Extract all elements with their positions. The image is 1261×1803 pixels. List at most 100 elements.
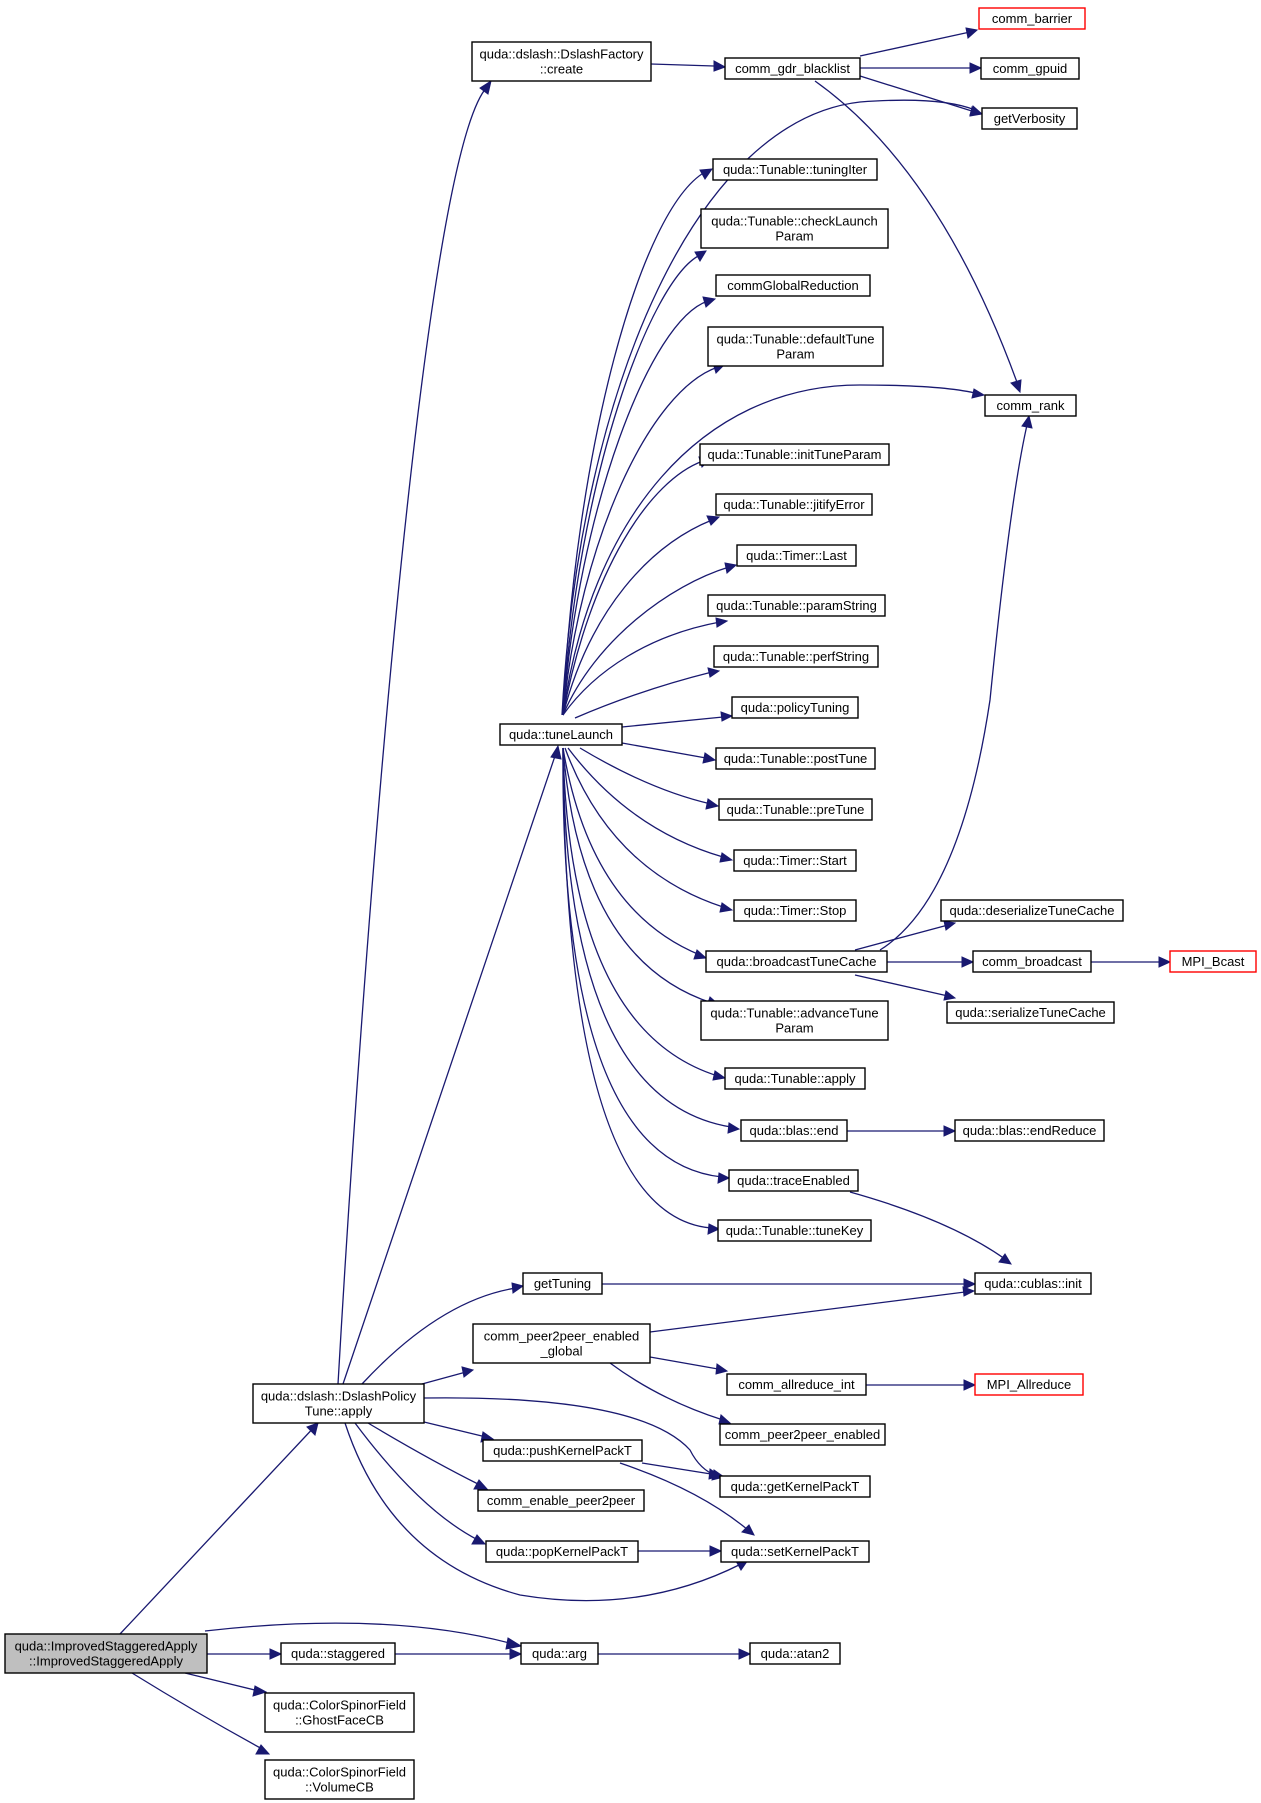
node-label: quda::Tunable::perfString xyxy=(723,649,869,664)
node-box xyxy=(522,1272,603,1295)
node-comm-global-reduction[interactable]: commGlobalReduction xyxy=(715,274,871,297)
node-push-kernel-pack-t[interactable]: quda::pushKernelPackT xyxy=(482,1439,643,1462)
node-cublas-init[interactable]: quda::cublas::init xyxy=(974,1272,1092,1295)
node-comm-gdr-blacklist[interactable]: comm_gdr_blacklist xyxy=(724,57,861,80)
edge-dslashpolicytuneapply-to-getkernelpackt xyxy=(423,1397,718,1477)
node-timer-stop[interactable]: quda::Timer::Stop xyxy=(733,899,857,922)
node-box xyxy=(252,1383,425,1424)
arrowhead xyxy=(943,920,957,931)
node-tune-key[interactable]: quda::Tunable::tuneKey xyxy=(717,1219,872,1242)
node-blas-end[interactable]: quda::blas::end xyxy=(740,1119,848,1142)
node-box xyxy=(736,544,857,567)
node-atan2[interactable]: quda::atan2 xyxy=(749,1642,841,1665)
node-comm-allreduce-int[interactable]: comm_allreduce_int xyxy=(726,1373,867,1396)
arrowhead xyxy=(699,168,714,180)
node-box xyxy=(740,1119,848,1142)
node-broadcast-tune-cache[interactable]: quda::broadcastTuneCache xyxy=(705,950,888,973)
node-label: quda::Tunable::paramString xyxy=(716,598,877,613)
node-jitify-error[interactable]: quda::Tunable::jitifyError xyxy=(715,493,873,516)
node-init-tune-param[interactable]: quda::Tunable::initTuneParam xyxy=(699,443,890,466)
edge-tunelaunch-to-blasend xyxy=(562,747,732,1128)
node-label: quda::popKernelPackT xyxy=(496,1544,628,1559)
node-improved-staggered-apply[interactable]: quda::ImprovedStaggeredApply::ImprovedSt… xyxy=(4,1633,208,1674)
node-deserialize-tune-cache[interactable]: quda::deserializeTuneCache xyxy=(940,899,1124,922)
node-label: quda::policyTuning xyxy=(741,700,850,715)
node-arg[interactable]: quda::arg xyxy=(520,1642,599,1665)
node-comm-p2p-enabled-global[interactable]: comm_peer2peer_enabled_global xyxy=(472,1323,651,1364)
arrowhead xyxy=(511,1282,525,1294)
node-mpi-allreduce[interactable]: MPI_Allreduce xyxy=(974,1373,1084,1396)
edge-commgdrblacklist-to-commbarrier xyxy=(859,31,971,57)
node-label: quda::Tunable::postTune xyxy=(724,751,868,766)
node-label: ::VolumeCB xyxy=(305,1780,374,1795)
node-policy-tuning[interactable]: quda::policyTuning xyxy=(731,696,859,719)
edge-tunelaunch-to-tunekey xyxy=(562,747,712,1229)
node-get-verbosity[interactable]: getVerbosity xyxy=(981,107,1078,130)
node-tunable-apply[interactable]: quda::Tunable::apply xyxy=(724,1067,866,1090)
arrowhead xyxy=(461,1366,475,1378)
node-get-tuning[interactable]: getTuning xyxy=(522,1272,603,1295)
node-comm-broadcast[interactable]: comm_broadcast xyxy=(972,950,1092,973)
node-box xyxy=(705,950,888,973)
node-box xyxy=(707,326,884,367)
node-comm-enable-p2p[interactable]: comm_enable_peer2peer xyxy=(477,1489,645,1512)
node-blas-end-reduce[interactable]: quda::blas::endReduce xyxy=(954,1119,1105,1142)
node-perf-string[interactable]: quda::Tunable::perfString xyxy=(713,645,879,668)
node-comm-barrier[interactable]: comm_barrier xyxy=(978,7,1086,30)
edge-dslashpolicytuneapply-to-tunelaunch xyxy=(342,752,557,1385)
edge-tunelaunch-to-pretune xyxy=(579,747,712,805)
node-tune-launch[interactable]: quda::tuneLaunch xyxy=(499,723,623,746)
arrowhead xyxy=(709,1545,723,1557)
node-comm-rank[interactable]: comm_rank xyxy=(984,394,1077,417)
arrowhead xyxy=(720,711,734,722)
node-box xyxy=(978,7,1086,30)
arrowhead xyxy=(971,388,986,399)
edge-commp2penabledglobal-to-commp2penabled xyxy=(609,1362,724,1421)
node-volume-cb[interactable]: quda::ColorSpinorField::VolumeCB xyxy=(264,1759,415,1800)
node-label: ::GhostFaceCB xyxy=(295,1713,384,1728)
node-staggered[interactable]: quda::staggered xyxy=(280,1642,396,1665)
node-box xyxy=(719,1423,886,1446)
node-timer-start[interactable]: quda::Timer::Start xyxy=(733,849,857,872)
arrowhead xyxy=(738,1648,752,1660)
node-comm-p2p-enabled[interactable]: comm_peer2peer_enabled xyxy=(719,1423,886,1446)
node-label: ::create xyxy=(540,62,583,77)
node-pre-tune[interactable]: quda::Tunable::preTune xyxy=(718,798,873,821)
edge-tunelaunch-to-commglobalreduction xyxy=(562,300,709,716)
node-trace-enabled[interactable]: quda::traceEnabled xyxy=(728,1169,859,1192)
node-box xyxy=(707,594,886,617)
node-label: Param xyxy=(775,229,813,244)
edge-dslashpolicytuneapply-to-dslashfactorycreate xyxy=(337,86,488,1385)
node-box xyxy=(485,1540,639,1563)
node-serialize-tune-cache[interactable]: quda::serializeTuneCache xyxy=(946,1001,1115,1024)
edge-dslashpolicytuneapply-to-popkernelpackt xyxy=(354,1422,479,1541)
node-box xyxy=(280,1642,396,1665)
edge-broadcasttunecache-to-deserializetunecache xyxy=(854,924,949,951)
arrowhead xyxy=(727,1122,741,1134)
node-label: quda::Tunable::tuningIter xyxy=(723,162,868,177)
arrowhead xyxy=(965,27,979,39)
edge-commp2penabledglobal-to-cublasinit xyxy=(649,1291,966,1333)
node-mpi-bcast[interactable]: MPI_Bcast xyxy=(1169,950,1257,973)
edge-broadcasttunecache-to-commrank xyxy=(879,424,1028,951)
node-get-kernel-pack-t[interactable]: quda::getKernelPackT xyxy=(719,1475,871,1498)
node-box xyxy=(264,1759,415,1800)
node-post-tune[interactable]: quda::Tunable::postTune xyxy=(715,747,876,770)
node-comm-gpuid[interactable]: comm_gpuid xyxy=(980,57,1080,80)
edge-dslashfactorycreate-to-commgdrblacklist xyxy=(650,63,715,67)
node-param-string[interactable]: quda::Tunable::paramString xyxy=(707,594,886,617)
node-tuning-iter[interactable]: quda::Tunable::tuningIter xyxy=(712,158,878,181)
arrowhead xyxy=(550,744,562,760)
node-set-kernel-pack-t[interactable]: quda::setKernelPackT xyxy=(720,1540,870,1563)
node-label: quda::blas::end xyxy=(750,1123,839,1138)
node-timer-last[interactable]: quda::Timer::Last xyxy=(736,544,857,567)
node-pop-kernel-pack-t[interactable]: quda::popKernelPackT xyxy=(485,1540,639,1563)
node-ghost-face-cb[interactable]: quda::ColorSpinorField::GhostFaceCB xyxy=(264,1692,415,1733)
arrowhead xyxy=(1158,956,1172,968)
node-dslash-factory-create[interactable]: quda::dslash::DslashFactory::create xyxy=(471,41,652,82)
